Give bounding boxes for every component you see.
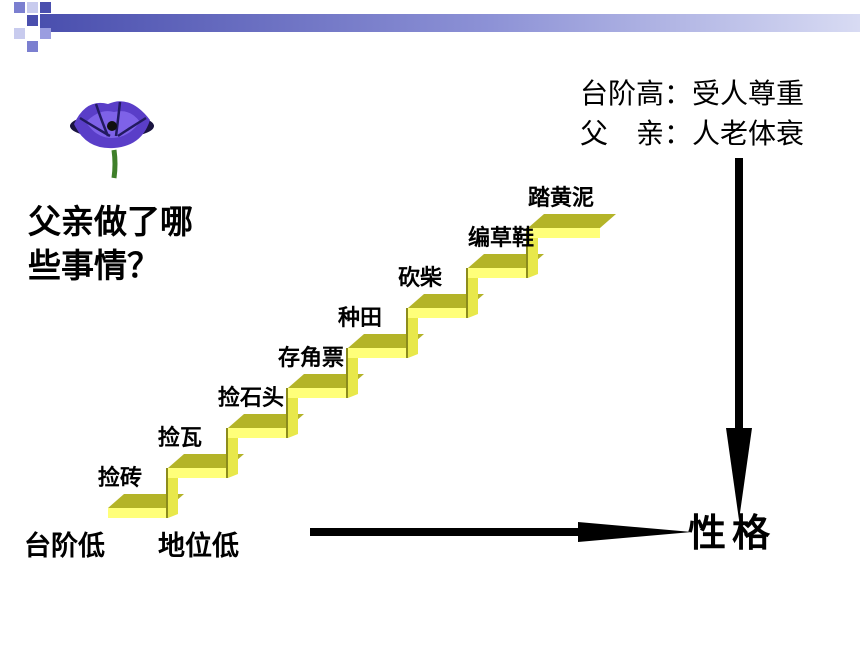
stair-front xyxy=(408,308,468,318)
low-status-label: 地位低 xyxy=(158,531,239,562)
stair-tread xyxy=(468,254,544,268)
stair-edge xyxy=(286,388,288,438)
stair-edge xyxy=(226,428,228,478)
stair-front xyxy=(108,508,168,518)
character-label: 性格 xyxy=(688,511,777,555)
low-step-label: 台阶低 xyxy=(24,531,105,562)
stair-edge xyxy=(466,268,468,318)
step-label: 编草鞋 xyxy=(468,226,535,251)
legend-line-1: 台阶高：受人尊重 xyxy=(580,77,805,110)
question-line-1: 父亲做了哪 xyxy=(28,202,193,241)
legend-line-2: 父 亲：人老体衰 xyxy=(580,117,805,150)
stair-front xyxy=(228,428,288,438)
stair-edge xyxy=(346,348,348,398)
legend-text: 台阶高：受人尊重 父 亲：人老体衰 xyxy=(580,74,804,154)
purple-flower-icon xyxy=(70,101,154,179)
stair-tread xyxy=(288,374,364,388)
deco-square xyxy=(27,41,38,52)
stair-front xyxy=(528,228,600,238)
deco-square xyxy=(40,2,51,13)
stair-front xyxy=(168,468,228,478)
down-arrow-icon xyxy=(726,158,752,520)
deco-square xyxy=(27,15,38,26)
step-label: 砍柴 xyxy=(398,266,443,291)
question-line-2: 些事情？ xyxy=(28,246,160,285)
step-label: 存角票 xyxy=(278,346,345,371)
stair-edge xyxy=(166,468,168,518)
step-label: 捡砖 xyxy=(98,466,143,491)
stair-tread xyxy=(528,214,616,228)
step-label: 踏黄泥 xyxy=(528,186,595,211)
stair-tread xyxy=(408,294,484,308)
stair-tread xyxy=(348,334,424,348)
stair-front xyxy=(348,348,408,358)
stair-tread xyxy=(228,414,304,428)
step-label: 捡瓦 xyxy=(158,426,203,451)
deco-square xyxy=(27,2,38,13)
stair-edge xyxy=(406,308,408,358)
step-label: 种田 xyxy=(338,306,383,331)
deco-square xyxy=(40,28,51,39)
deco-square xyxy=(14,28,25,39)
stair-tread xyxy=(168,454,244,468)
stair-front xyxy=(468,268,528,278)
stair-tread xyxy=(108,494,184,508)
stair-edge xyxy=(526,228,528,278)
question-text: 父亲做了哪 些事情？ xyxy=(28,200,193,288)
right-arrow-icon xyxy=(310,522,692,542)
stair-front xyxy=(288,388,348,398)
deco-square xyxy=(14,2,25,13)
step-label: 捡石头 xyxy=(218,386,285,411)
top-gradient-bar xyxy=(40,14,860,32)
